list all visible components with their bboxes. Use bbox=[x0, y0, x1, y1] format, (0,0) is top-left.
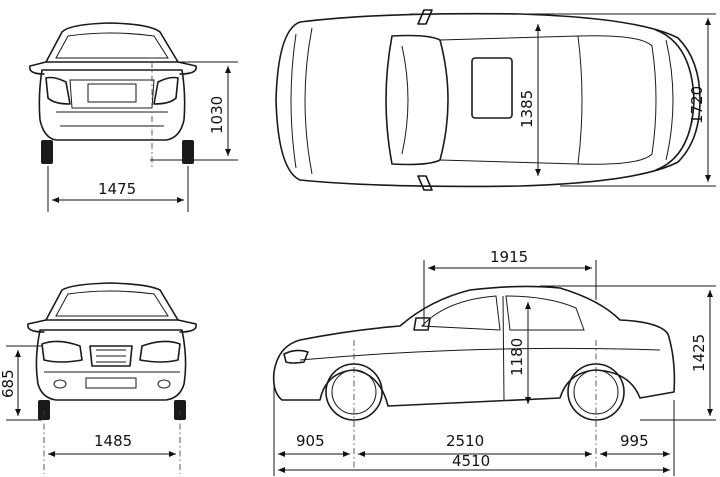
wheelbase-label: 2510 bbox=[446, 432, 484, 450]
overall-length-label: 4510 bbox=[452, 452, 490, 470]
overall-width-label: 1720 bbox=[688, 86, 706, 124]
overall-height-dimension: 1425 bbox=[540, 285, 716, 421]
front-track-dimension: 1485 bbox=[43, 410, 181, 474]
interior-height-dimension: 1180 bbox=[508, 302, 531, 404]
rear-track-dimension: 1475 bbox=[47, 166, 189, 212]
front-track-label: 1485 bbox=[94, 432, 132, 450]
front-ground-clearance-label: 685 bbox=[0, 369, 17, 398]
side-view bbox=[272, 285, 676, 470]
overall-height-label: 1425 bbox=[690, 334, 708, 372]
top-inner-width-label: 1385 bbox=[518, 90, 536, 128]
top-view bbox=[275, 9, 701, 191]
overall-width-dimension: 1720 bbox=[410, 13, 716, 187]
front-view bbox=[27, 282, 197, 420]
rear-height-label: 1030 bbox=[208, 96, 226, 134]
top-inner-width-dimension: 1385 bbox=[518, 24, 541, 176]
rear-view bbox=[28, 22, 197, 168]
rear-overhang-label: 995 bbox=[620, 432, 649, 450]
front-overhang-label: 905 bbox=[296, 432, 325, 450]
rear-height-dimension: 1030 bbox=[150, 61, 238, 161]
rear-track-label: 1475 bbox=[98, 180, 136, 198]
cabin-length-dimension: 1915 bbox=[423, 248, 597, 326]
cabin-length-label: 1915 bbox=[490, 248, 528, 266]
length-dimensions: 905 2510 995 4510 bbox=[273, 372, 675, 476]
interior-height-label: 1180 bbox=[508, 338, 526, 376]
front-ground-clearance-dimension: 685 bbox=[0, 345, 42, 421]
